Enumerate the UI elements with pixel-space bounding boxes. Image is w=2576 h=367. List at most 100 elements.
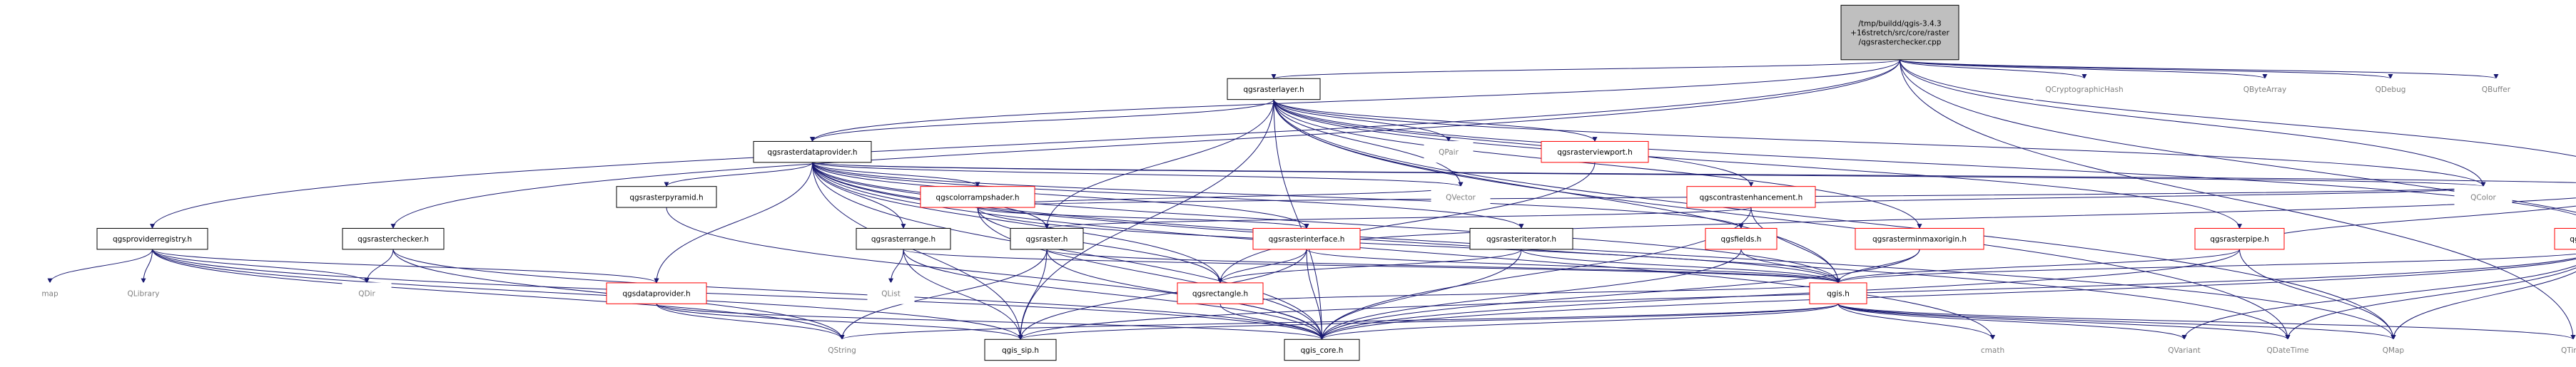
- node-box-QDateTime: [2254, 338, 2321, 361]
- edge-qgsraster_h-to-qgis_h: [1046, 249, 1841, 284]
- node-box-qgsraster_h: [1010, 227, 1084, 250]
- node-qgsmaplayer_h[interactable]: qgsmaplayer.h: [2554, 227, 2576, 250]
- edge-qgis_h-to-QVariant: [1837, 303, 2187, 340]
- node-qgsrasterrange_h[interactable]: qgsrasterrange.h: [856, 227, 951, 250]
- node-box-qgsrasterpipe_h: [2194, 227, 2285, 250]
- node-QVector: QVector: [1431, 186, 1491, 208]
- edge-root-to-qgsrasterchecker_h: [390, 59, 1900, 229]
- node-label-qgis_sip_h-0: qgis_sip.h: [1002, 346, 1039, 355]
- node-box-qgsfields_h: [1705, 227, 1778, 250]
- edge-qgscontrastenhancement_h-to-qgis_h: [1750, 207, 1841, 284]
- node-label-qgsdataprovider_h-0: qgsdataprovider.h: [622, 290, 690, 299]
- edge-qgsrasterdataprovider_h-to-qgsrasterinterface_h: [812, 162, 1309, 229]
- node-qgsrectangle_h[interactable]: qgsrectangle.h: [1177, 282, 1264, 304]
- edge-qgsrasterdataprovider_h-to-QColor: [812, 162, 2485, 187]
- node-qgsrasterviewport_h[interactable]: qgsrasterviewport.h: [1541, 140, 1649, 163]
- edge-qgsrasterdataprovider_h-to-QMap: [812, 162, 2396, 340]
- edge-qgsrasterlayer_h-to-qgis_sip_h: [1018, 99, 1274, 340]
- node-box-QVector: [1431, 186, 1491, 208]
- node-label-QColor-0: QColor: [2470, 193, 2496, 202]
- edge-root-to-QImage: [1900, 59, 2576, 157]
- edge-qgsrasterinterface_h-to-qgis_sip_h: [1018, 249, 1307, 340]
- node-box-QLibrary: [111, 282, 176, 304]
- edge-qgsrasterdataprovider_h-to-qgsrasteriterator_h: [812, 162, 1524, 229]
- node-label-qgsmaplayer_h-0: qgsmaplayer.h: [2570, 235, 2576, 244]
- edge-qgscolorrampshader_h-to-qgis_h: [977, 207, 1841, 284]
- node-box-QList: [867, 282, 915, 304]
- node-label-root-0: /tmp/buildd/qgis-3.4.3: [1858, 20, 1941, 29]
- edge-qgsrasterlayer_h-to-QDateTime: [1273, 99, 2291, 340]
- node-box-root: [1840, 4, 1959, 61]
- edge-qgscolorrampshader_h-to-qgsrectangle_h: [977, 207, 1223, 284]
- node-label-qgsrasteriterator_h-0: qgsrasteriterator.h: [1486, 235, 1556, 244]
- node-root[interactable]: /tmp/buildd/qgis-3.4.3+16stretch/src/cor…: [1840, 4, 1959, 61]
- node-label-qgsproviderregistry_h-0: qgsproviderregistry.h: [113, 235, 192, 244]
- node-qgis_core_h[interactable]: qgis_core.h: [1284, 338, 1360, 361]
- node-box-QDir: [342, 282, 392, 304]
- node-qgsrasterpipe_h[interactable]: qgsrasterpipe.h: [2194, 227, 2285, 250]
- edge-qgsproviderregistry_h-to-map: [47, 249, 153, 284]
- node-label-QString-0: QString: [828, 346, 856, 355]
- node-box-cmath: [1969, 338, 2017, 361]
- edge-qgscontrastenhancement_h-to-qgsraster_h: [1044, 207, 1752, 229]
- node-qgsraster_h[interactable]: qgsraster.h: [1010, 227, 1084, 250]
- edge-qgsrectangle_h-to-qgis_core_h: [1219, 304, 1324, 340]
- node-qgsrasterminmaxorigin_h[interactable]: qgsrasterminmaxorigin.h: [1855, 227, 1984, 250]
- node-qgsrasteriterator_h[interactable]: qgsrasteriterator.h: [1469, 227, 1573, 250]
- edge-qgsrasterpipe_h-to-QImage: [2239, 205, 2576, 249]
- node-label-qgis_h-0: qgis.h: [1827, 290, 1850, 299]
- node-qgis_sip_h[interactable]: qgis_sip.h: [984, 338, 1057, 361]
- edge-root-to-QByteArray: [1900, 59, 2268, 79]
- edge-qgsdataprovider_h-to-QString: [656, 304, 845, 340]
- node-qgsproviderregistry_h[interactable]: qgsproviderregistry.h: [96, 227, 208, 250]
- edge-qgsdataprovider_h-to-qgis_sip_h: [656, 303, 1023, 340]
- node-cmath: cmath: [1969, 338, 2017, 361]
- node-QTime: QTime: [2547, 338, 2576, 361]
- node-label-qgsrasterchecker_h-0: qgsrasterchecker.h: [358, 235, 429, 244]
- node-qgsrasterpyramid_h[interactable]: qgsrasterpyramid.h: [616, 186, 717, 208]
- node-label-root-2: /qgsrasterchecker.cpp: [1859, 38, 1942, 47]
- node-label-qgsrasterrange_h-0: qgsrasterrange.h: [871, 235, 935, 244]
- node-box-qgsrasterviewport_h: [1541, 140, 1649, 163]
- node-qgsrasterchecker_h[interactable]: qgsrasterchecker.h: [342, 227, 445, 250]
- node-label-cmath-0: cmath: [1981, 346, 2004, 355]
- node-qgsrasterdataprovider_h[interactable]: qgsrasterdataprovider.h: [753, 140, 872, 163]
- node-box-qgis_h: [1809, 282, 1867, 304]
- node-qgscontrastenhancement_h[interactable]: qgscontrastenhancement.h: [1686, 186, 1816, 208]
- node-box-qgsrasterminmaxorigin_h: [1855, 227, 1984, 250]
- edge-qgsrasterinterface_h-to-qgsrectangle_h: [1217, 249, 1307, 284]
- node-box-qgsrasterinterface_h: [1252, 227, 1361, 250]
- edge-qgsmaplayer_h-to-qgis_core_h: [1319, 258, 2576, 340]
- node-qgis_h[interactable]: qgis.h: [1809, 282, 1867, 304]
- node-label-QBuffer-0: QBuffer: [2482, 86, 2511, 94]
- node-qgsdataprovider_h[interactable]: qgsdataprovider.h: [606, 282, 707, 304]
- node-QString: QString: [813, 338, 871, 361]
- node-box-QMap: [2368, 338, 2418, 361]
- node-label-QPair-0: QPair: [1439, 148, 1459, 157]
- edge-root-to-QBuffer: [1900, 59, 2499, 79]
- node-box-qgsdataprovider_h: [606, 282, 707, 304]
- node-qgsrasterinterface_h[interactable]: qgsrasterinterface.h: [1252, 227, 1361, 250]
- node-label-QDir-0: QDir: [358, 290, 375, 299]
- node-label-QTime-0: QTime: [2561, 346, 2576, 355]
- node-QVariant: QVariant: [2154, 338, 2214, 361]
- node-qgsfields_h[interactable]: qgsfields.h: [1705, 227, 1778, 250]
- edge-qgsrasterdataprovider_h-to-qgsrasterpyramid_h: [664, 162, 813, 187]
- edge-qgsrasterlayer_h-to-QColor: [1273, 99, 2486, 187]
- node-label-qgsraster_h-0: qgsraster.h: [1026, 235, 1068, 244]
- node-QBuffer: QBuffer: [2465, 78, 2527, 100]
- node-qgsrasterlayer_h[interactable]: qgsrasterlayer.h: [1227, 78, 1321, 100]
- node-box-qgsrasterrange_h: [856, 227, 951, 250]
- edge-qgsrasterdataprovider_h-to-QDateTime: [812, 162, 2291, 340]
- edge-qgsrasterrange_h-to-qgis_core_h: [903, 249, 1324, 340]
- edge-qgis_h-to-QTime: [1837, 303, 2576, 340]
- edge-qgsrasterinterface_h-to-qgis_h: [1306, 249, 1841, 284]
- edge-qgsrasterchecker_h-to-QDir: [364, 249, 394, 284]
- node-box-map: [28, 282, 72, 304]
- node-box-QBuffer: [2465, 78, 2527, 100]
- edge-qgsrasterlayer_h-to-QMap: [1273, 99, 2396, 340]
- node-qgscolorrampshader_h[interactable]: qgscolorrampshader.h: [920, 186, 1035, 208]
- node-label-QList-0: QList: [881, 290, 901, 299]
- edge-qgis_h-to-QDateTime: [1837, 303, 2291, 340]
- edge-root-to-qgsrasterlayer_h: [1271, 59, 1900, 79]
